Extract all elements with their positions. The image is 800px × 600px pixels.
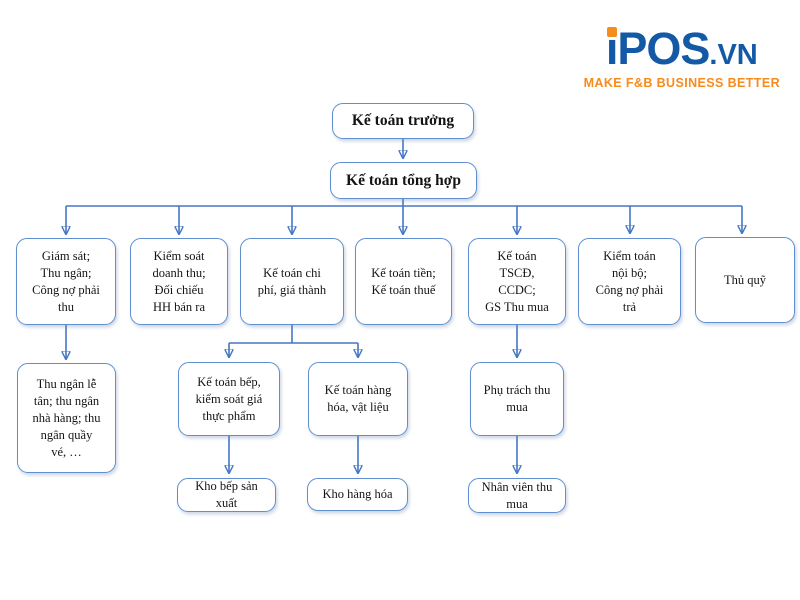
node-ke-toan-chi-phi: Kế toán chi phí, giá thành (240, 238, 344, 325)
node-thu-ngan-le-tan: Thu ngân lễ tân; thu ngân nhà hàng; thu … (17, 363, 116, 473)
node-giam-sat-thu-ngan: Giám sát; Thu ngân; Công nợ phải thu (16, 238, 116, 325)
node-ke-toan-tong-hop: Kế toán tổng hợp (330, 162, 477, 199)
node-kho-bep-san-xuat: Kho bếp sản xuất (177, 478, 276, 512)
logo-i-dot (606, 27, 617, 37)
logo-tagline: MAKE F&B BUSINESS BETTER (583, 76, 780, 90)
node-ke-toan-hang-hoa: Kế toán hàng hóa, vật liệu (308, 362, 408, 436)
node-nhan-vien-thu-mua: Nhân viên thu mua (468, 478, 566, 513)
node-ke-toan-truong: Kế toán trưởng (332, 103, 474, 139)
logo-vn-text: .vn (709, 39, 758, 71)
node-thu-quy: Thủ quỹ (695, 237, 795, 323)
node-ke-toan-tscd: Kế toán TSCĐ, CCDC; GS Thu mua (468, 238, 566, 325)
node-kiem-soat-doanh-thu: Kiểm soát doanh thu; Đối chiếu HH bán ra (130, 238, 228, 325)
node-ke-toan-bep: Kế toán bếp, kiểm soát giá thực phẩm (178, 362, 280, 436)
node-ke-toan-tien-thue: Kế toán tiền; Kế toán thuế (355, 238, 452, 325)
logo-pos-text: POS (617, 23, 710, 74)
node-phu-trach-thu-mua: Phụ trách thu mua (470, 362, 564, 436)
node-kho-hang-hoa: Kho hàng hóa (307, 478, 408, 511)
logo-letter-i: ı (605, 23, 618, 74)
node-kiem-toan-noi-bo: Kiểm toán nội bộ; Công nợ phải trả (578, 238, 681, 325)
